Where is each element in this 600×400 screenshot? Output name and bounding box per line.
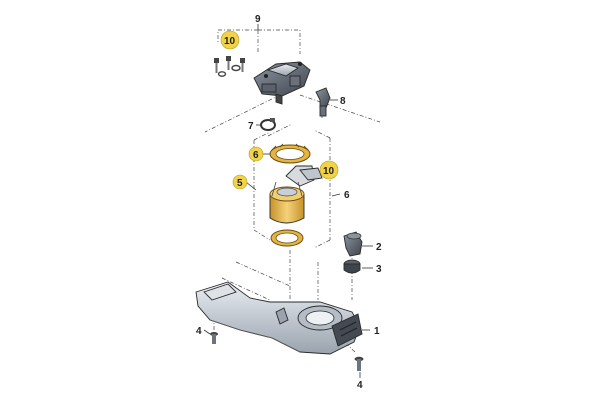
- callout-5: 5: [237, 178, 243, 189]
- screw-bottom: [354, 356, 364, 371]
- fuel-pump-unit: [269, 165, 323, 224]
- callout-8: 8: [340, 96, 346, 107]
- callout-10-mid: 10: [323, 166, 335, 177]
- callout-6-right: 6: [344, 190, 350, 201]
- callout-10-top-badge: [220, 30, 240, 50]
- locking-ring-upper: [269, 143, 311, 164]
- callout-4-left: 4: [196, 326, 202, 337]
- callout-5-badge: [232, 174, 248, 190]
- reservoir-housing: [195, 281, 363, 355]
- elbow-connector: [315, 87, 331, 117]
- screw-icon: [214, 58, 219, 73]
- callout-10-mid-badge: [319, 160, 339, 180]
- callout-10-top: 10: [224, 36, 236, 47]
- callout-2: 2: [376, 242, 382, 253]
- plug-grommet: [343, 259, 361, 274]
- washer-icon: [231, 64, 241, 72]
- screw-kit: [214, 56, 245, 77]
- seal-ring-lower: [270, 229, 304, 247]
- pump-flange-module: [253, 61, 311, 105]
- callout-7: 7: [248, 121, 254, 132]
- callout-6-left: 6: [253, 150, 259, 161]
- cap: [343, 231, 363, 257]
- callout-3: 3: [376, 264, 382, 275]
- callout-4-bottom: 4: [357, 380, 363, 391]
- callout-1: 1: [374, 326, 380, 337]
- screw-left: [210, 332, 218, 344]
- leader-lines: [203, 24, 373, 378]
- screw-icon: [226, 56, 231, 70]
- screw-icon: [240, 58, 245, 72]
- callout-6-badge: [248, 146, 264, 162]
- callout-9: 9: [255, 14, 261, 25]
- hose-clamp: [260, 118, 276, 131]
- washer-icon: [217, 71, 227, 77]
- callout-labels: 1 2 3 4 4 5 6 6 7 8 9 10 10: [196, 14, 382, 391]
